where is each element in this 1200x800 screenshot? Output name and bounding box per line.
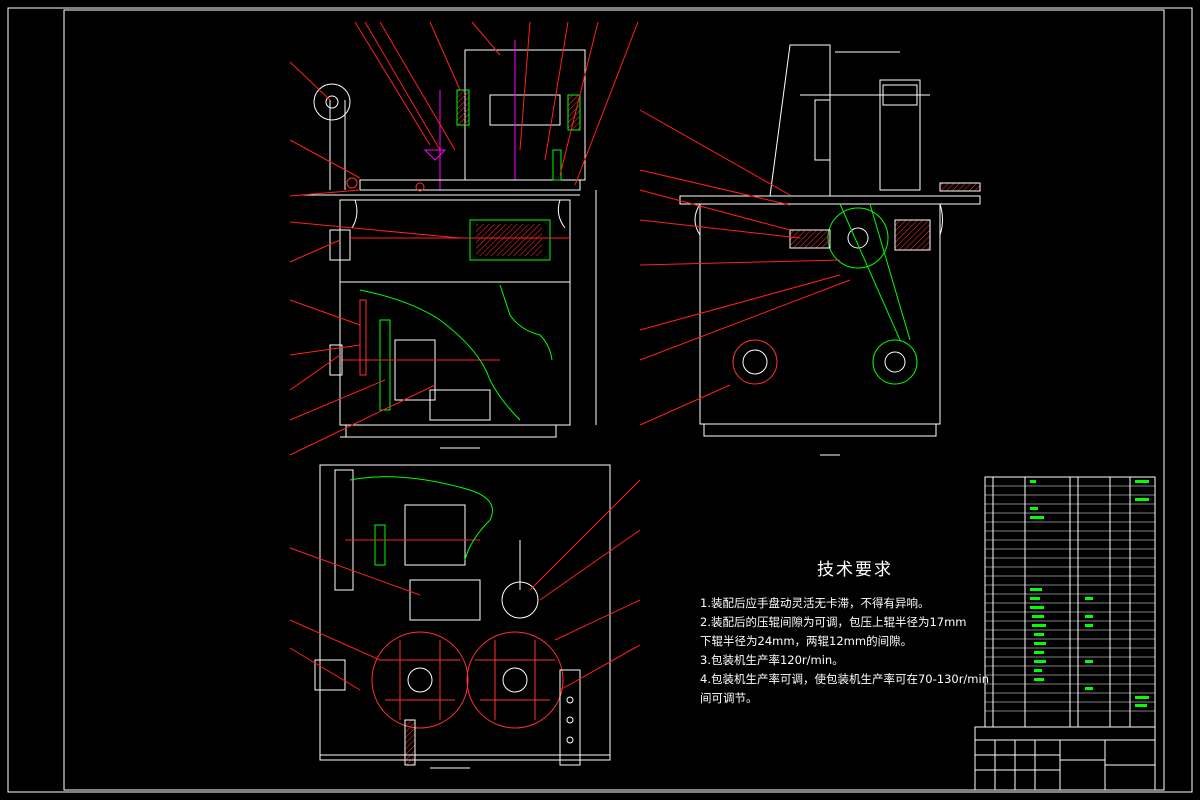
top-view (314, 464, 611, 769)
parts-list-marks (1030, 480, 1149, 707)
top-view-leaders (289, 479, 641, 691)
front-view (300, 40, 597, 449)
requirement-line-5: 4.包装机生产率可调，使包装机生产率可在70-130r/min (700, 672, 989, 686)
requirement-line-2: 2.装配后的压辊间隙为可调，包压上辊半径为17mm (700, 615, 967, 629)
front-view-leaders (289, 21, 639, 456)
requirement-line-1: 1.装配后应手盘动灵活无卡滞，不得有异响。 (700, 596, 930, 610)
requirement-line-6: 间可调节。 (700, 691, 758, 705)
requirement-line-3: 下辊半径为24mm，两辊12mm的间隙。 (700, 634, 913, 648)
requirement-line-4: 3.包装机生产率120r/min。 (700, 653, 844, 667)
outer-frame (7, 7, 1193, 793)
technical-requirements-title: 技术要求 (817, 560, 893, 580)
inner-frame (63, 9, 1165, 791)
title-block (974, 726, 1156, 791)
parts-list-table (984, 476, 1156, 728)
parts-list-rows (985, 485, 1155, 712)
technical-requirements: 技术要求 1.装配后应手盘动灵活无卡滞，不得有异响。 2.装配后的压辊间隙为可调… (700, 555, 989, 708)
side-view-leaders (639, 109, 851, 426)
side-view (679, 44, 981, 456)
